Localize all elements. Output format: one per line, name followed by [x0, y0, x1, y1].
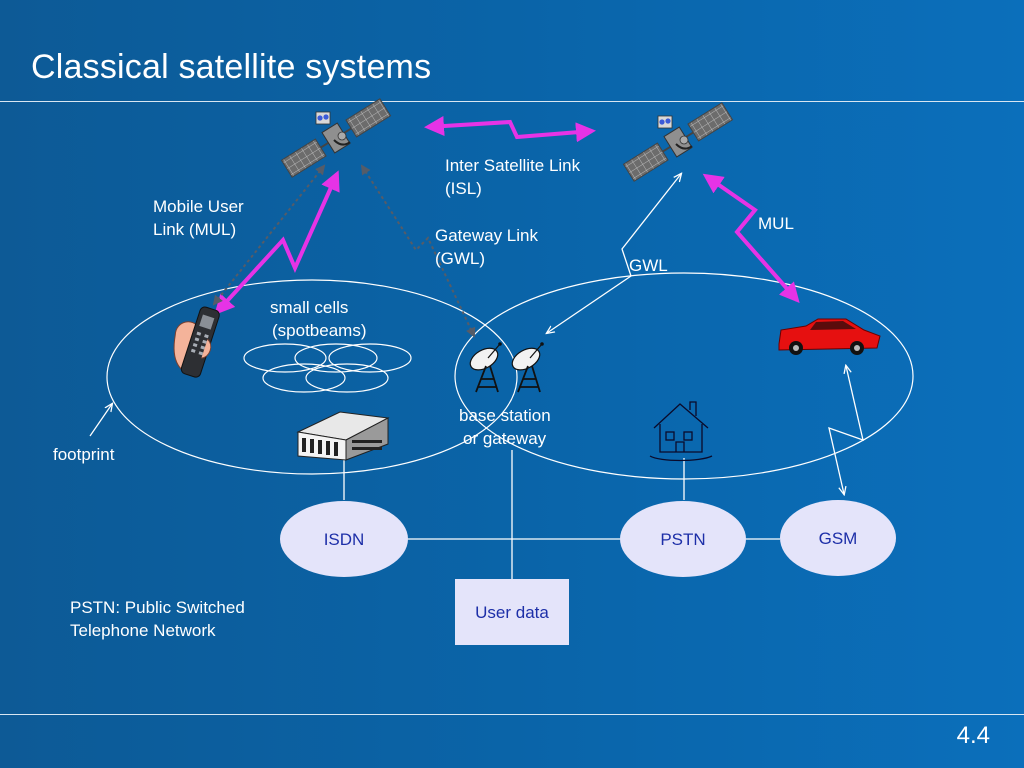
house-icon: [649, 401, 713, 462]
gwl-label-line1: Gateway Link: [435, 226, 538, 245]
mul-link-right-arrow: [702, 173, 800, 303]
wired-network-lines: [343, 450, 780, 579]
pstn-node: [620, 501, 746, 577]
cells-label-line1: small cells: [270, 298, 349, 317]
gsm-node: [780, 500, 896, 576]
isl-label-line2: (ISL): [445, 179, 482, 198]
car-gsm-link-arrow: [828, 366, 864, 494]
mul-label-line1: Mobile User: [153, 197, 244, 216]
pstn-note-line1: PSTN: Public Switched: [70, 598, 245, 617]
sports-car-icon: [778, 318, 881, 355]
isdn-node: [280, 501, 408, 577]
gateway-link-dotted: [360, 164, 476, 338]
pstn-note-line2: Telephone Network: [70, 621, 216, 640]
gwl-link-arrow: [547, 174, 681, 333]
base-station-label-line2: or gateway: [463, 429, 547, 448]
mul-label-line2: Link (MUL): [153, 220, 237, 239]
page-number: 4.4: [956, 722, 990, 749]
mul-short-label: MUL: [758, 214, 794, 233]
slide-title: Classical satellite systems: [31, 48, 432, 86]
pstn-node-label: PSTN: [660, 530, 705, 549]
gwl-label-line2: (GWL): [435, 249, 486, 268]
gsm-node-label: GSM: [819, 529, 858, 548]
user-data-label: User data: [475, 603, 549, 622]
footprint-label: footprint: [53, 445, 115, 464]
isl-link-arrow: [424, 116, 596, 143]
footer-divider: [0, 714, 1024, 715]
user-data-box: [455, 579, 569, 645]
office-building-icon: [296, 411, 390, 461]
cells-label-line2: (spotbeams): [272, 321, 367, 340]
title-divider: [0, 101, 1024, 102]
isl-label-line1: Inter Satellite Link: [445, 156, 581, 175]
base-station-label-line1: base station: [459, 406, 551, 425]
isdn-node-label: ISDN: [324, 530, 365, 549]
gwl-short-label: GWL: [629, 256, 668, 275]
mobile-phone-icon: [173, 306, 220, 378]
spotbeam-cells: [243, 343, 412, 393]
